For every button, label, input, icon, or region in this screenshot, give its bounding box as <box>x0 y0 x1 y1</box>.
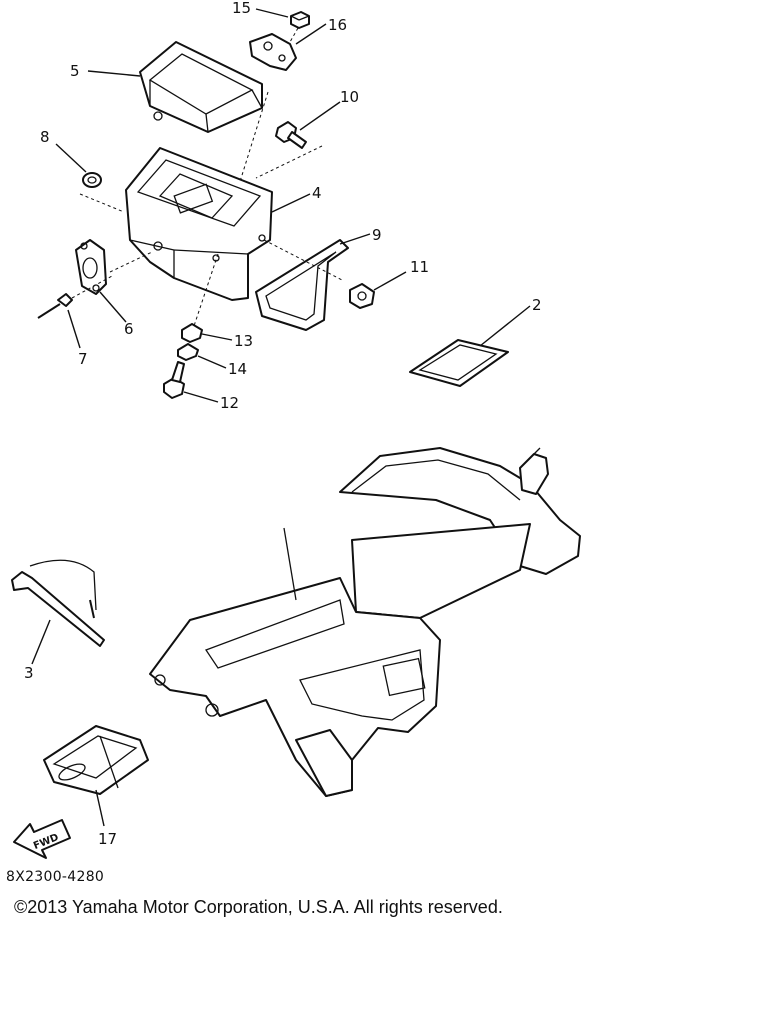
part-12-bolt <box>163 361 219 403</box>
part-11-nut <box>349 271 407 309</box>
callout-15: 15 <box>232 0 251 17</box>
callout-10: 10 <box>340 88 359 106</box>
callout-17: 17 <box>98 830 117 848</box>
part-6-gasket <box>75 239 153 323</box>
callout-14: 14 <box>228 360 247 378</box>
fwd-arrow-icon: FWD <box>13 819 71 859</box>
callout-8: 8 <box>40 128 50 146</box>
callout-12: 12 <box>220 394 239 412</box>
part-10-bolt <box>255 101 341 179</box>
callout-2: 2 <box>532 296 542 314</box>
callout-16: 16 <box>328 16 347 34</box>
part-9-strap <box>255 233 371 331</box>
callout-4: 4 <box>312 184 322 202</box>
diagram-code: 8X2300-4280 <box>6 869 105 885</box>
callout-9: 9 <box>372 226 382 244</box>
part-16-bracket <box>249 23 327 71</box>
part-15-nut <box>255 8 310 29</box>
callout-13: 13 <box>234 332 253 350</box>
part-17-pad <box>43 725 149 827</box>
part-7-screw <box>37 275 113 349</box>
part-4-battery-box <box>125 147 311 301</box>
part-5-lid <box>87 41 269 189</box>
part-14-washer <box>177 343 227 369</box>
copyright-notice: ©2013 Yamaha Motor Corporation, U.S.A. A… <box>14 897 503 917</box>
callout-5: 5 <box>70 62 80 80</box>
part-2-label <box>409 305 531 387</box>
part-3-strap <box>11 559 105 665</box>
part-13-nut <box>181 253 233 343</box>
callout-6: 6 <box>124 320 134 338</box>
callout-7: 7 <box>78 350 88 368</box>
callout-3: 3 <box>24 664 34 682</box>
callout-11: 11 <box>410 258 429 276</box>
rear-fender-assembly <box>149 447 581 797</box>
part-8-washer <box>55 143 125 213</box>
